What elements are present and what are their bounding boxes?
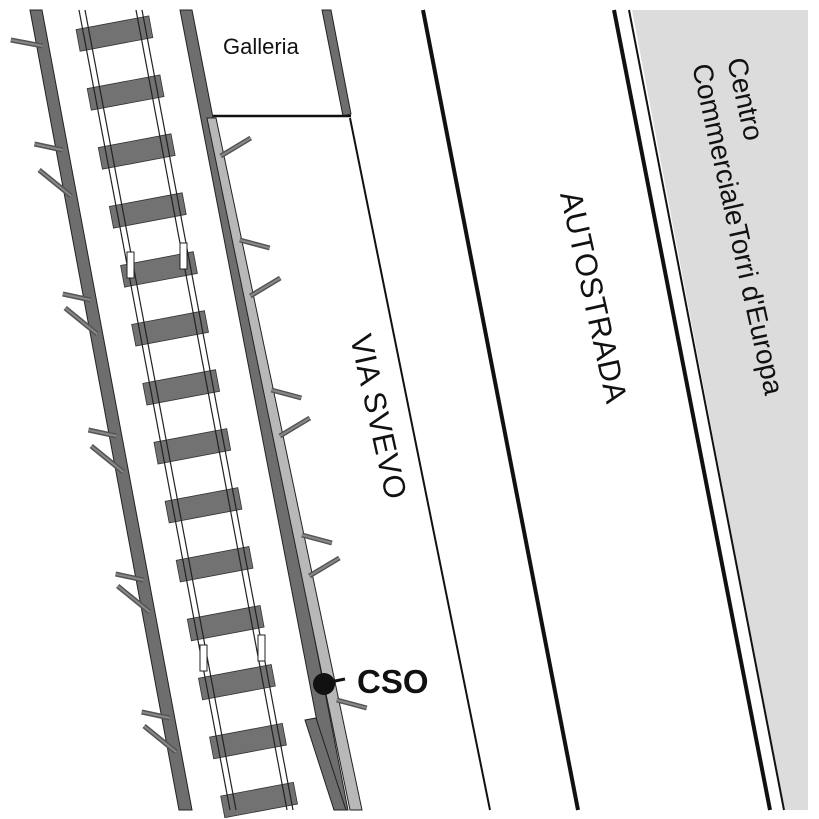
sleeper: [97, 133, 176, 170]
sleeper: [175, 546, 254, 583]
autostrada-right-line: [612, 9, 772, 811]
rail-left-outer: [78, 9, 231, 811]
railway-rails: [78, 9, 294, 811]
rail-left-inner: [84, 9, 237, 811]
galleria-wall: [321, 9, 352, 117]
fence-post-highlight: [34, 143, 63, 151]
rail-joint: [126, 251, 135, 279]
sleeper: [131, 310, 209, 347]
railway-right-wall: [179, 9, 349, 811]
fence-post-highlight: [239, 239, 270, 249]
sleeper: [198, 664, 276, 701]
rail-right-inner: [135, 9, 288, 811]
via-svevo-edge-line: [349, 117, 491, 811]
sleeper: [186, 605, 265, 642]
cso-marker: [313, 673, 346, 695]
railway: [10, 9, 368, 819]
fence-post-highlight: [301, 534, 333, 544]
sleeper: [153, 428, 232, 465]
galleria-label: Galleria: [223, 34, 300, 59]
rail-joint: [199, 644, 208, 672]
sleeper: [220, 781, 298, 819]
via-svevo-label: VIA SVEVO: [343, 331, 414, 503]
fence-post-highlight: [143, 725, 177, 753]
rail-right-outer: [141, 9, 294, 811]
rail-joint: [257, 634, 266, 662]
sleeper: [164, 487, 243, 524]
railway-right-wall-lower: [304, 717, 347, 811]
mall-boundary-line: [628, 9, 785, 811]
fence-post-highlight: [336, 699, 368, 709]
railway-left-wall: [29, 9, 193, 811]
fence-post-highlight: [116, 585, 151, 613]
fence-posts-left: [10, 37, 178, 754]
sleeper: [120, 251, 198, 288]
rail-joint: [179, 242, 188, 270]
shopping-centre-area: [632, 10, 808, 810]
fence-posts-right: [219, 135, 368, 711]
fence-post-highlight: [10, 39, 43, 47]
sleeper: [142, 369, 221, 406]
sleeper: [86, 74, 165, 111]
fence-post-highlight: [64, 307, 98, 335]
cso-point: [313, 673, 335, 695]
road-lines: [349, 9, 785, 811]
fence-post-highlight: [115, 573, 144, 581]
galleria-structure: [207, 9, 352, 118]
autostrada-label: AUTOSTRADA: [553, 188, 634, 407]
sleeper: [209, 722, 287, 760]
fence-post-highlight: [90, 445, 124, 473]
cso-label: CSO: [357, 663, 429, 700]
railway-sleepers: [75, 15, 298, 819]
fence-post-highlight: [220, 137, 252, 157]
fence-post-highlight: [88, 429, 117, 437]
embankment-strip: [206, 117, 363, 811]
fence-post-highlight: [38, 169, 72, 197]
autostrada-left-line: [421, 9, 580, 811]
sleeper: [108, 192, 187, 229]
fence-post-highlight: [279, 417, 311, 437]
fence-post-highlight: [249, 277, 281, 297]
fence-post-highlight: [271, 389, 302, 399]
fence-post-highlight: [141, 711, 170, 719]
fence-post-highlight: [308, 557, 340, 577]
sleeper: [75, 15, 154, 52]
rail-joints: [126, 242, 266, 672]
fence-post-highlight: [62, 293, 91, 301]
